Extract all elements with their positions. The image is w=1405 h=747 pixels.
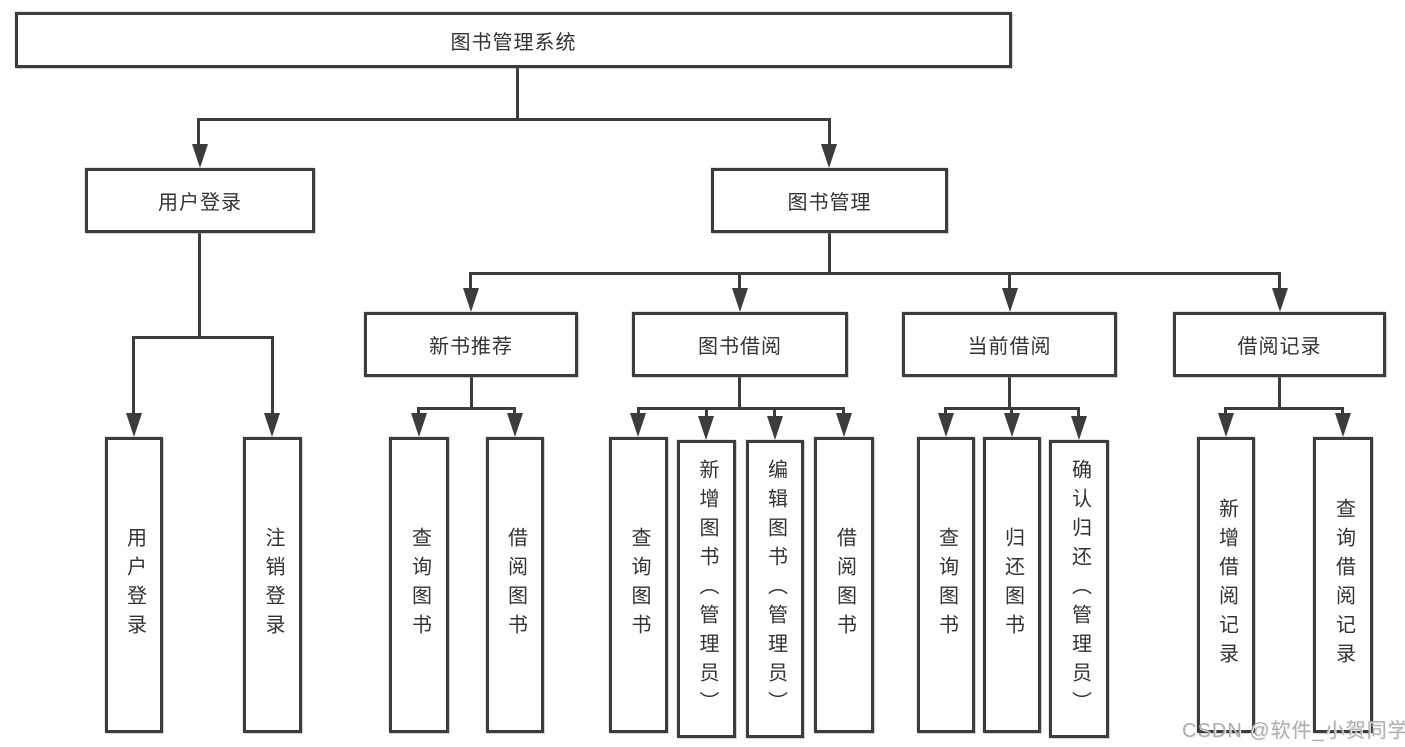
leaf-current-return-label: 归还图书 xyxy=(1001,527,1024,643)
leaf-borrow-borrow: 借阅图书 xyxy=(814,437,874,733)
leaf-newbook-query: 查询图书 xyxy=(389,437,449,733)
node-user-login-label: 用户登录 xyxy=(158,192,242,214)
connector-bookmgmt-hbar xyxy=(469,272,1280,275)
connector-borrow-stem xyxy=(738,377,741,408)
leaf-current-query-label: 查询图书 xyxy=(935,527,958,643)
arrow-down-icon xyxy=(264,413,280,437)
connector-records-hbar xyxy=(1224,407,1343,410)
connector-bookmgmt-drop-2 xyxy=(738,272,741,295)
arrow-down-icon xyxy=(1272,288,1288,312)
node-current-borrow-label: 当前借阅 xyxy=(967,336,1052,358)
arrow-down-icon xyxy=(767,416,783,440)
leaf-borrow-query-label: 查询图书 xyxy=(628,527,650,643)
arrow-down-icon xyxy=(411,413,427,437)
arrow-down-icon xyxy=(463,288,479,312)
leaf-current-confirm-admin-label: 确认归还（管理员） xyxy=(1068,458,1091,720)
arrow-down-icon xyxy=(192,144,208,168)
node-root: 图书管理系统 xyxy=(15,12,1012,68)
connector-login-drop-1 xyxy=(132,336,135,417)
node-current-borrow: 当前借阅 xyxy=(902,312,1117,377)
arrow-down-icon xyxy=(507,413,523,437)
connector-bookmgmt-drop-1 xyxy=(469,272,472,295)
arrow-down-icon xyxy=(1004,413,1020,437)
connector-current-stem xyxy=(1008,377,1011,408)
leaf-borrow-query: 查询图书 xyxy=(609,437,668,733)
arrow-down-icon xyxy=(1002,288,1018,312)
leaf-current-confirm-admin: 确认归还（管理员） xyxy=(1049,440,1109,738)
leaf-borrow-edit-admin-label: 编辑图书（管理员） xyxy=(764,458,787,720)
connector-root-stem xyxy=(516,68,519,118)
connector-bookmgmt-stem xyxy=(828,233,831,274)
leaf-logout: 注销登录 xyxy=(243,437,302,733)
leaf-records-query-label: 查询借阅记录 xyxy=(1332,498,1355,672)
connector-bookmgmt-drop-3 xyxy=(1008,272,1011,295)
node-root-label: 图书管理系统 xyxy=(450,31,577,54)
node-user-login: 用户登录 xyxy=(85,168,315,233)
connector-login-hbar xyxy=(132,336,274,339)
leaf-records-query: 查询借阅记录 xyxy=(1313,437,1373,733)
arrow-down-icon xyxy=(732,288,748,312)
arrow-down-icon xyxy=(126,413,142,437)
leaf-newbook-borrow-label: 借阅图书 xyxy=(504,527,527,643)
node-borrow-records-label: 借阅记录 xyxy=(1237,336,1322,358)
leaf-borrow-edit-admin: 编辑图书（管理员） xyxy=(746,440,804,738)
arrow-down-icon xyxy=(938,413,954,437)
connector-root-hbar xyxy=(197,118,831,121)
connector-borrow-drop-3 xyxy=(773,407,776,420)
leaf-newbook-query-label: 查询图书 xyxy=(408,527,431,643)
node-new-book-rec: 新书推荐 xyxy=(364,312,578,377)
arrow-down-icon xyxy=(698,416,714,440)
node-book-mgmt-label: 图书管理 xyxy=(787,192,872,214)
leaf-records-add-label: 新增借阅记录 xyxy=(1215,498,1238,672)
arrow-down-icon xyxy=(630,413,646,437)
leaf-current-query: 查询图书 xyxy=(917,437,975,733)
csdn-watermark: CSDN @软件_小贺同学 xyxy=(1182,720,1405,742)
leaf-borrow-add-admin: 新增图书（管理员） xyxy=(677,440,736,738)
arrow-down-icon xyxy=(821,144,837,168)
node-book-borrow: 图书借阅 xyxy=(632,312,848,377)
leaf-current-return: 归还图书 xyxy=(983,437,1041,733)
connector-records-stem xyxy=(1278,377,1281,408)
leaf-records-add: 新增借阅记录 xyxy=(1197,437,1255,733)
connector-root-drop-login xyxy=(197,118,200,150)
leaf-borrow-add-admin-label: 新增图书（管理员） xyxy=(696,458,718,720)
connector-borrow-hbar xyxy=(637,407,844,410)
arrow-down-icon xyxy=(836,413,852,437)
node-borrow-records: 借阅记录 xyxy=(1173,312,1386,377)
node-book-mgmt: 图书管理 xyxy=(711,168,948,233)
leaf-logout-label: 注销登录 xyxy=(262,527,284,643)
arrow-down-icon xyxy=(1071,416,1087,440)
node-book-borrow-label: 图书借阅 xyxy=(698,336,782,358)
leaf-borrow-borrow-label: 借阅图书 xyxy=(833,527,856,643)
leaf-user-login: 用户登录 xyxy=(105,437,163,733)
connector-borrow-drop-2 xyxy=(705,407,708,420)
arrow-down-icon xyxy=(1218,413,1234,437)
connector-current-drop-3 xyxy=(1077,407,1080,420)
connector-newbook-hbar xyxy=(417,407,515,410)
connector-login-stem xyxy=(198,233,201,336)
connector-login-drop-2 xyxy=(271,336,274,417)
arrow-down-icon xyxy=(1335,413,1351,437)
leaf-newbook-borrow: 借阅图书 xyxy=(486,437,544,733)
connector-newbook-stem xyxy=(470,377,473,408)
node-new-book-rec-label: 新书推荐 xyxy=(429,336,513,358)
connector-root-drop-bookmgmt xyxy=(828,118,831,150)
leaf-user-login-label: 用户登录 xyxy=(123,527,146,643)
connector-bookmgmt-drop-4 xyxy=(1278,272,1281,295)
